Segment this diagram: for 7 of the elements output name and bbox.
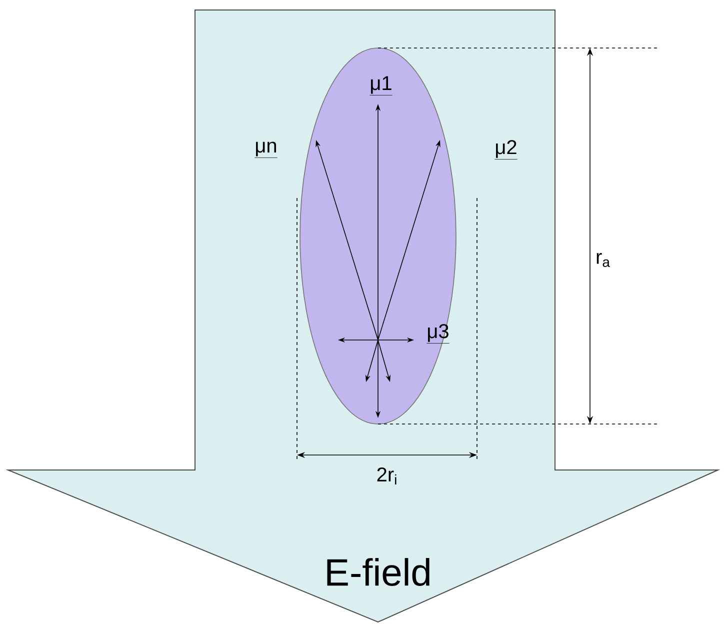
dimension-label: r$_{a}$ [596,253,610,267]
vector-label: μ2 [494,140,518,160]
dimension-label: 2r$_{i}$ [377,467,396,485]
ellipse-shape [300,48,456,424]
vector-label: μ1 [369,76,393,96]
vector-label: μ3 [426,324,450,344]
vector-label: μn [254,142,278,158]
